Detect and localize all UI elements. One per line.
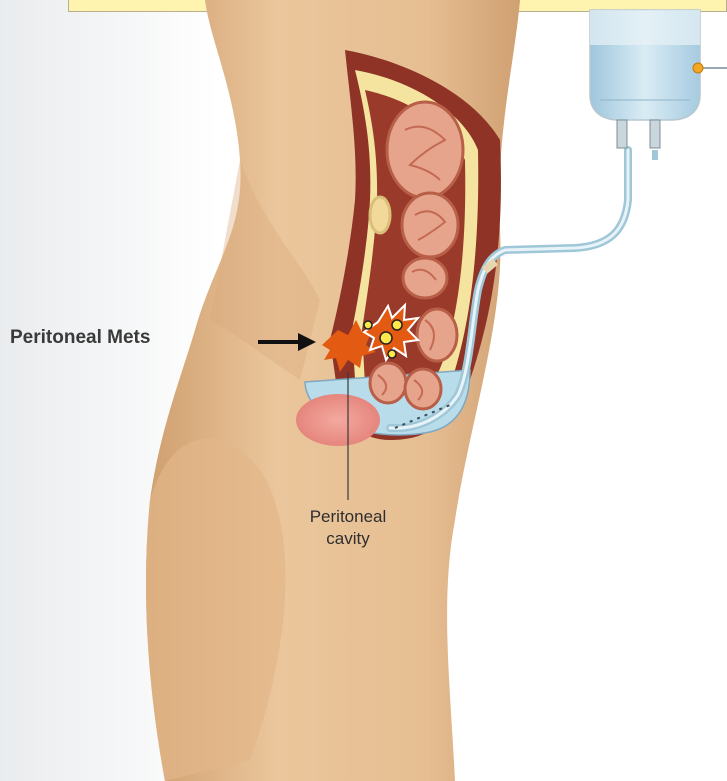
callout-pointer [693,63,727,73]
bladder [296,394,380,446]
peritoneal-cavity-label: Peritoneal cavity [288,506,408,550]
peritoneal-mets-label: Peritoneal Mets [10,327,150,349]
peritoneal-cavity-label-line2: cavity [288,528,408,550]
iv-bag-icon [590,10,700,148]
peritoneal-cavity-label-line1: Peritoneal [288,506,408,528]
